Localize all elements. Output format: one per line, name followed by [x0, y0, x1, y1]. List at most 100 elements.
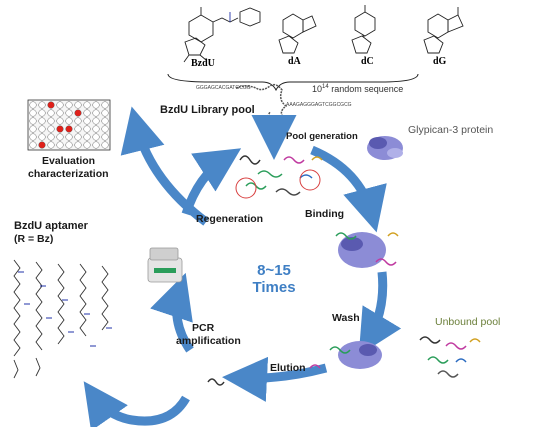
aptamer-structures	[13, 259, 112, 379]
well	[92, 141, 100, 149]
eluted-complex	[309, 341, 382, 369]
well	[29, 125, 37, 133]
pool-molecules	[235, 155, 323, 199]
label-dg: dG	[433, 56, 447, 67]
well	[74, 141, 82, 149]
well	[38, 101, 46, 109]
step-pcr-line1: PCR	[192, 322, 215, 334]
label-bzdu: BzdU	[191, 58, 215, 69]
da-structure	[278, 13, 317, 54]
well	[56, 117, 64, 125]
well	[83, 141, 91, 149]
well-positive	[56, 125, 64, 133]
well	[38, 125, 46, 133]
well	[38, 133, 46, 141]
step-pcr-line2: amplification	[176, 335, 241, 347]
well	[83, 101, 91, 109]
well	[101, 101, 109, 109]
well	[83, 117, 91, 125]
well	[56, 101, 64, 109]
well-plate	[27, 99, 111, 151]
well	[83, 125, 91, 133]
well	[29, 141, 37, 149]
well	[29, 133, 37, 141]
cycle-arrows	[83, 106, 402, 427]
well	[101, 125, 109, 133]
aptamer-subtitle: (R = Bz)	[14, 233, 54, 245]
well	[29, 117, 37, 125]
well	[92, 101, 100, 109]
well	[101, 133, 109, 141]
step-binding: Binding	[305, 208, 345, 220]
well	[38, 117, 46, 125]
well	[29, 101, 37, 109]
well	[47, 133, 55, 141]
well	[56, 141, 64, 149]
unbound-label: Unbound pool	[435, 316, 501, 328]
well	[101, 141, 109, 149]
well	[74, 117, 82, 125]
bzdu-structure	[183, 7, 261, 63]
library-pool-label: BzdU Library pool	[160, 104, 255, 116]
well	[65, 141, 73, 149]
step-elution: Elution	[270, 362, 306, 374]
sequence-right: AAAGAGGGAGTCGGCGCG	[286, 102, 352, 108]
well-positive	[74, 109, 82, 117]
well	[65, 109, 73, 117]
arrow-wash	[358, 271, 402, 356]
label-da: dA	[288, 56, 302, 67]
well	[101, 109, 109, 117]
evaluation-line2: characterization	[28, 168, 109, 180]
aptamer-title: BzdU aptamer	[14, 220, 88, 232]
well-positive	[65, 125, 73, 133]
well	[65, 133, 73, 141]
well	[47, 141, 55, 149]
sequence-left: GGGAGCACGATGCGG	[196, 85, 251, 91]
well	[101, 117, 109, 125]
well	[83, 109, 91, 117]
well	[38, 109, 46, 117]
cycle-unit: Times	[252, 279, 296, 296]
well	[74, 101, 82, 109]
sequence-count: 1014 random sequence	[312, 84, 403, 94]
bound-complex	[335, 232, 399, 268]
eluted-aptamer	[207, 378, 225, 386]
well-positive	[47, 101, 55, 109]
step-pool-generation: Pool generation	[286, 131, 358, 142]
arrow-elution	[222, 356, 328, 402]
dg-structure	[423, 7, 464, 54]
brace	[167, 73, 419, 92]
well	[74, 125, 82, 133]
step-wash: Wash	[332, 312, 360, 324]
well	[74, 133, 82, 141]
dc-structure	[351, 5, 376, 54]
well-positive	[38, 141, 46, 149]
well	[92, 117, 100, 125]
protein-label: Glypican-3 protein	[408, 124, 494, 136]
cycle-range: 8~15	[257, 262, 291, 279]
sequence-count-base: 10	[312, 84, 323, 94]
well	[29, 109, 37, 117]
arrow-pcr	[150, 272, 194, 353]
well	[56, 109, 64, 117]
well	[56, 133, 64, 141]
evaluation-line1: Evaluation	[42, 155, 96, 167]
well	[65, 117, 73, 125]
label-dc: dC	[361, 56, 374, 67]
well	[65, 101, 73, 109]
sequence-count-label: random sequence	[328, 84, 404, 94]
well	[47, 109, 55, 117]
well	[83, 133, 91, 141]
pcr-machine-icon	[147, 247, 183, 283]
sequence-count-exponent: 14	[322, 84, 329, 90]
well	[92, 133, 100, 141]
well	[47, 117, 55, 125]
arrow-binding	[310, 145, 387, 233]
arrow-to-evaluation	[120, 106, 209, 226]
step-regeneration: Regeneration	[196, 213, 264, 225]
well	[92, 109, 100, 117]
well	[47, 125, 55, 133]
unbound-molecules	[419, 336, 481, 378]
arrow-to-aptamer	[83, 381, 190, 427]
